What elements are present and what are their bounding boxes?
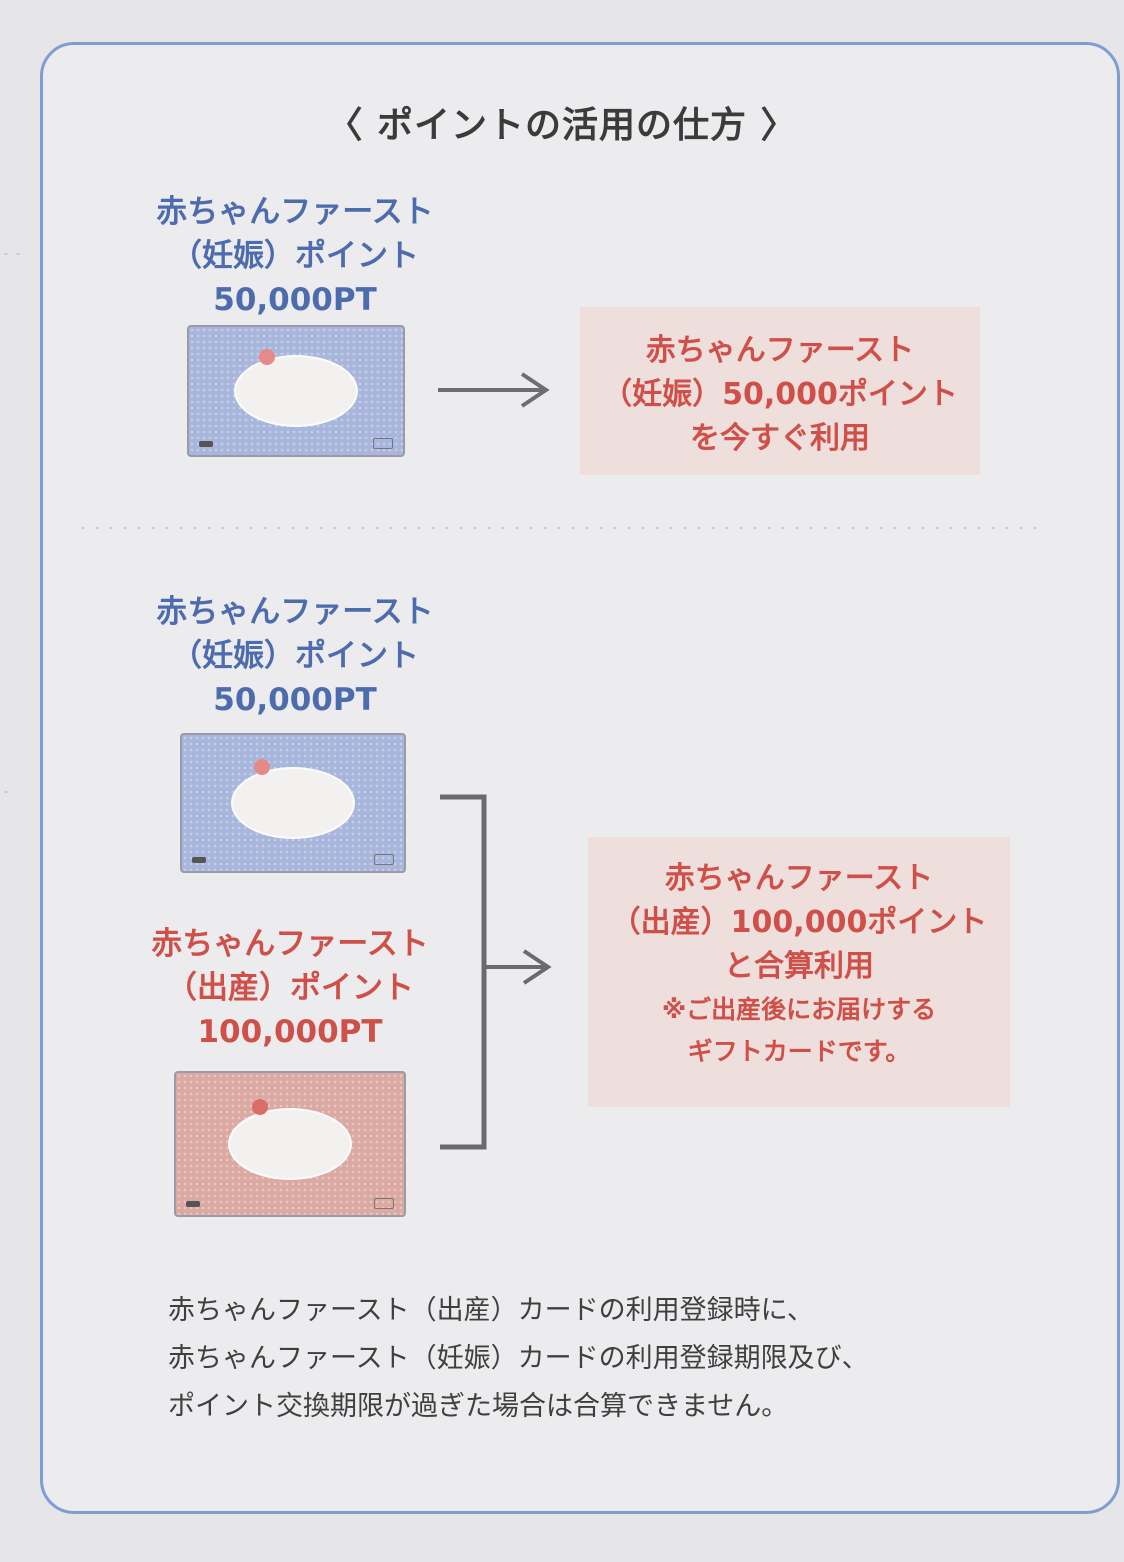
arrow-right-icon [438,372,550,408]
birth-gift-card-icon [174,1071,406,1217]
pregnancy-gift-card-icon [187,325,405,457]
edge-dots-top [0,252,28,256]
combined-use-box: 赤ちゃんファースト （出産）100,000ポイント と合算利用 ※ご出産後にお届… [588,837,1010,1107]
birth-points-label: 赤ちゃんファースト （出産）ポイント 100,000PT [151,926,429,1050]
pregnancy-gift-card-icon-2 [180,733,406,873]
bracket-icon [440,794,552,1150]
combination-note: 赤ちゃんファースト（出産）カードの利用登録時に、 赤ちゃんファースト（妊娠）カー… [168,1295,869,1422]
pregnancy-points-label-2: 赤ちゃんファースト （妊娠）ポイント 50,000PT [156,594,434,718]
pregnancy-use-now-box: 赤ちゃんファースト （妊娠）50,000ポイント を今すぐ利用 [580,307,980,475]
page-title: 〈 ポイントの活用の仕方 〉 [326,105,798,146]
pregnancy-points-label: 赤ちゃんファースト （妊娠）ポイント 50,000PT [156,194,434,318]
edge-dots-middle [0,790,14,794]
section-divider [76,526,1046,530]
